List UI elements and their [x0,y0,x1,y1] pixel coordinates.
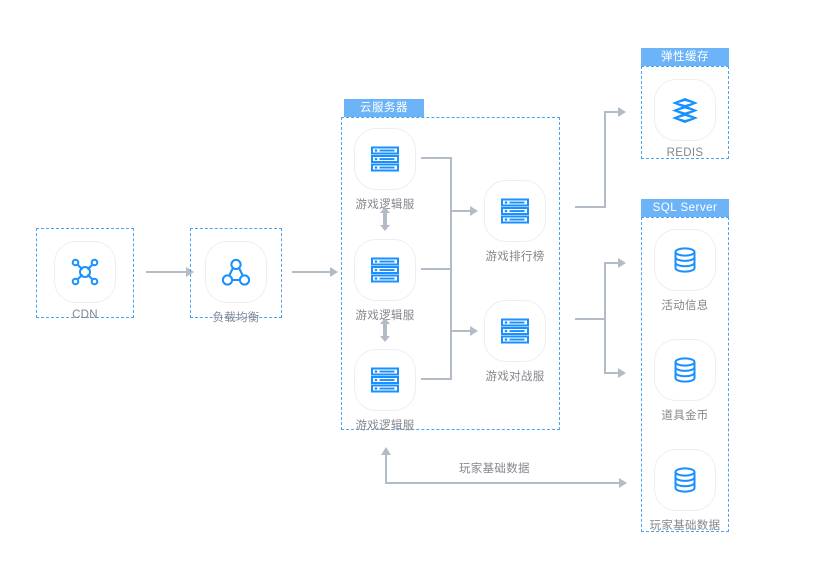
conn-logic3-stub [421,378,452,380]
server-icon [371,367,399,393]
node-ranking-server[interactable]: 游戏排行榜 [470,180,560,264]
node-logic-server-1[interactable]: 游戏逻辑服 [340,128,430,212]
node-logic-server-3[interactable]: 游戏逻辑服 [340,349,430,433]
group-box-sql-server [641,217,729,532]
link-logic-1-to-2 [376,206,394,237]
conn-logic1-stub [421,157,452,159]
arrow-to-sql-top-head [618,258,626,268]
conn-sql-branch-top [604,262,620,264]
conn-ranking-bus [450,157,452,269]
ranking-server-tile [484,180,546,242]
conn-logic2-stub-bottom [421,268,452,270]
arrow-lb-to-cloud-line [292,271,332,273]
logic-server-3-tile [354,349,416,411]
node-load-balancer[interactable]: 负载均衡 [205,241,267,325]
node-label-ranking-server: 游戏排行榜 [485,251,545,263]
redis-stack-icon [672,98,698,123]
flow-label-player-base-data: 玩家基础数据 [459,463,530,475]
server-icon [371,257,399,283]
node-player-base-data[interactable]: 玩家基础数据 [640,449,730,533]
node-label-item-coin: 道具金币 [661,410,709,422]
group-box-load-balancer [190,228,282,318]
conn-battle-bus [450,268,452,379]
arrow-to-sql-bottom-head [618,368,626,378]
group-tab-cloud-server: 云服务器 [344,99,424,117]
node-label-activity-info: 活动信息 [661,300,709,312]
server-icon [371,146,399,172]
cdn-tile [54,241,116,303]
database-icon [674,357,696,383]
group-tab-sql-server: SQL Server [641,199,729,217]
redis-tile [654,79,716,141]
node-label-cdn: CDN [72,309,98,321]
bidirectional-arrow-icon [380,318,390,342]
arrow-cdn-to-lb-line [146,271,188,273]
arrow-lb-to-cloud-head [330,267,338,277]
logic-server-2-tile [354,239,416,301]
node-cdn[interactable]: CDN [54,241,116,321]
load-balancer-icon [221,258,251,286]
node-logic-server-2[interactable]: 游戏逻辑服 [340,239,430,323]
node-label-logic-server-3: 游戏逻辑服 [355,420,415,432]
flow-player-data-up-head [381,447,391,455]
conn-cloud-to-sql-stub [575,318,606,320]
server-icon [501,318,529,344]
link-logic-2-to-3 [376,317,394,348]
node-redis[interactable]: REDIS [654,79,716,159]
database-icon [674,247,696,273]
conn-cloud-to-redis-riser [604,111,606,208]
node-label-logic-server-1: 游戏逻辑服 [355,199,415,211]
conn-sql-branch-bottom [604,372,620,374]
group-box-cache [641,66,729,159]
player-base-data-tile [654,449,716,511]
node-label-logic-server-2: 游戏逻辑服 [355,310,415,322]
node-battle-server[interactable]: 游戏对战服 [470,300,560,384]
battle-server-tile [484,300,546,362]
conn-battle-feed [450,330,472,332]
arrow-to-ranking-head [470,206,478,216]
group-tab-cache: 弹性缓存 [641,48,729,66]
server-icon [501,198,529,224]
activity-info-tile [654,229,716,291]
group-box-cdn [36,228,134,318]
logic-server-1-tile [354,128,416,190]
node-label-redis: REDIS [666,147,704,159]
arrow-to-redis-head [618,107,626,117]
flow-player-data-right-head [619,478,627,488]
conn-cloud-to-redis-stub [575,206,606,208]
conn-cloud-to-redis-feed [604,111,620,113]
node-label-battle-server: 游戏对战服 [485,371,545,383]
flow-player-data-riser [385,455,387,484]
node-label-load-balancer: 负载均衡 [212,312,260,324]
conn-ranking-feed [450,210,472,212]
item-coin-tile [654,339,716,401]
arrow-to-battle-head [470,326,478,336]
node-activity-info[interactable]: 活动信息 [654,229,716,313]
conn-cloud-to-sql-bus [604,262,606,374]
load-balancer-tile [205,241,267,303]
node-item-coin[interactable]: 道具金币 [654,339,716,423]
flow-player-data-baseline [385,482,621,484]
node-label-player-base-data: 玩家基础数据 [649,520,721,532]
group-box-cloud-server [341,117,560,430]
cdn-network-icon [71,258,99,286]
bidirectional-arrow-icon [380,207,390,231]
database-icon [674,467,696,493]
